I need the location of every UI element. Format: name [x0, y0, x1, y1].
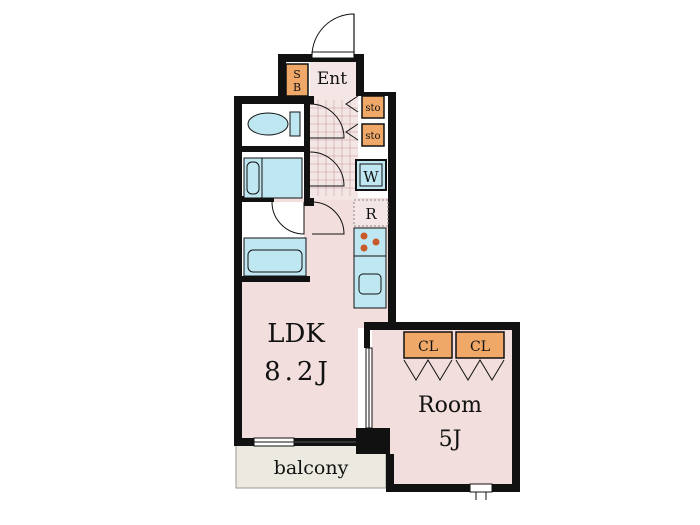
- shoe-box-label-top: S: [293, 68, 301, 81]
- storage-unit-2-label: sto: [365, 131, 380, 142]
- ldk-size: 8.2J: [264, 357, 332, 387]
- ldk-window: [253, 437, 356, 447]
- entrance-door-swing-icon: [311, 13, 355, 59]
- room-size: 5J: [439, 427, 462, 452]
- washbasin-icon: [242, 152, 304, 199]
- closet-1-label: CL: [418, 339, 438, 355]
- shoe-box-label-bottom: B: [293, 81, 301, 94]
- bathtub-icon: [242, 202, 307, 277]
- entrance-tile-grid: [310, 100, 358, 196]
- closet-1: [403, 331, 453, 359]
- closet-2-label: CL: [470, 339, 490, 355]
- entrance-label: Ent: [317, 69, 347, 89]
- fridge-label: R: [365, 205, 377, 223]
- room-window: [469, 483, 493, 500]
- storage-unit-1-label: sto: [365, 103, 380, 114]
- toilet-door-swing-icon: [309, 103, 345, 139]
- fridge-space: [353, 199, 389, 227]
- closet-door-swing-icon: [403, 359, 505, 381]
- bathroom-door-swing-icon: [271, 201, 345, 235]
- stove-icon: [353, 227, 387, 257]
- washroom-door-swing-icon: [309, 151, 345, 187]
- shoe-box: [285, 63, 309, 97]
- closet-2: [455, 331, 505, 359]
- storage-unit-1: [361, 95, 385, 119]
- balcony-label: balcony: [274, 457, 349, 479]
- storage-door-swing-icon: [345, 95, 359, 141]
- storage-unit-2: [361, 123, 385, 147]
- washer-space: [355, 159, 387, 191]
- washer-label: W: [363, 168, 379, 186]
- room-name: Room: [418, 393, 482, 418]
- toilet-icon: [242, 104, 304, 146]
- sink-icon: [353, 255, 387, 309]
- ldk-name: LDK: [267, 319, 325, 349]
- sliding-partition: [365, 347, 373, 429]
